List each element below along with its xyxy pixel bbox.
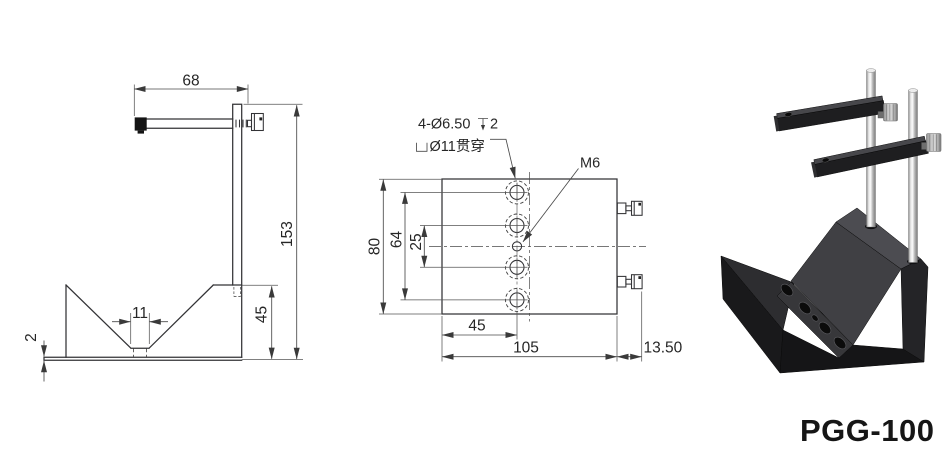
strip-holes bbox=[780, 283, 847, 350]
ext-line bbox=[441, 291, 643, 362]
hole-note-depth: 2 bbox=[490, 117, 498, 133]
ext-line bbox=[130, 313, 150, 344]
depth-symbol-icon bbox=[478, 118, 488, 131]
dim-knob-overhang: 13.50 bbox=[644, 340, 683, 357]
side-screw-knob bbox=[250, 112, 264, 132]
dim-hole-pitch: 25 bbox=[408, 233, 425, 250]
side-vblock-profile bbox=[65, 284, 243, 358]
front-knob-upper bbox=[616, 200, 643, 216]
front-view-drawing: 80 64 25 45 105 13.50 4-Ø6.50 2 Ø11贯穿 M6 bbox=[367, 117, 683, 362]
m6-tapped-hole bbox=[511, 241, 523, 252]
side-screw-shaft bbox=[246, 119, 253, 128]
dim-body-width: 105 bbox=[513, 340, 539, 357]
dim-base-thickness: 2 bbox=[23, 333, 40, 342]
ext-line bbox=[400, 192, 507, 301]
ext-line bbox=[133, 84, 249, 116]
dim-block-height: 45 bbox=[254, 306, 271, 323]
hole bbox=[505, 287, 529, 312]
arm-hole bbox=[784, 112, 793, 117]
dim-body-height: 80 bbox=[367, 238, 384, 256]
hole bbox=[505, 180, 529, 205]
hole bbox=[505, 255, 529, 280]
dim-hole-span: 64 bbox=[389, 231, 406, 249]
thread-label: M6 bbox=[580, 156, 600, 172]
side-base-plate bbox=[43, 356, 243, 361]
side-post-outline bbox=[232, 103, 243, 358]
side-arm-tip-pad bbox=[137, 130, 144, 134]
arm-hole bbox=[821, 157, 830, 163]
side-hidden-hole bbox=[133, 348, 147, 357]
counterbore-symbol-icon bbox=[416, 142, 428, 152]
clamp-arm-upper bbox=[773, 95, 886, 132]
product-photo: PGG-100 bbox=[720, 68, 942, 448]
product-label: PGG-100 bbox=[800, 413, 934, 448]
hole bbox=[505, 213, 529, 238]
leader-line bbox=[522, 168, 579, 243]
ext-line bbox=[420, 225, 507, 268]
clamp-knob-lower bbox=[921, 133, 942, 152]
rod-right bbox=[908, 88, 918, 263]
clamp-arm-lower bbox=[811, 135, 929, 178]
dim-total-height: 153 bbox=[279, 221, 296, 247]
dim-arm-length: 68 bbox=[182, 73, 199, 90]
clamp-knob-upper bbox=[877, 103, 898, 122]
side-screw-threads bbox=[235, 119, 247, 128]
ext-line bbox=[379, 178, 442, 315]
dim-groove-width: 11 bbox=[132, 305, 148, 322]
dim-hole-offset: 45 bbox=[468, 318, 485, 335]
side-arm-outline bbox=[135, 118, 234, 129]
side-arm-tip bbox=[134, 117, 147, 131]
side-view-drawing: 68 153 45 11 2 bbox=[23, 73, 303, 382]
leader-line bbox=[490, 138, 516, 179]
side-hidden-post-socket bbox=[233, 287, 241, 297]
side-screw-knob-detail bbox=[259, 117, 263, 121]
front-knob-lower bbox=[616, 274, 643, 290]
v-block bbox=[720, 207, 929, 374]
hole-note-line2: Ø11贯穿 bbox=[430, 138, 485, 155]
hole-note-line1: 4-Ø6.50 bbox=[418, 117, 470, 133]
